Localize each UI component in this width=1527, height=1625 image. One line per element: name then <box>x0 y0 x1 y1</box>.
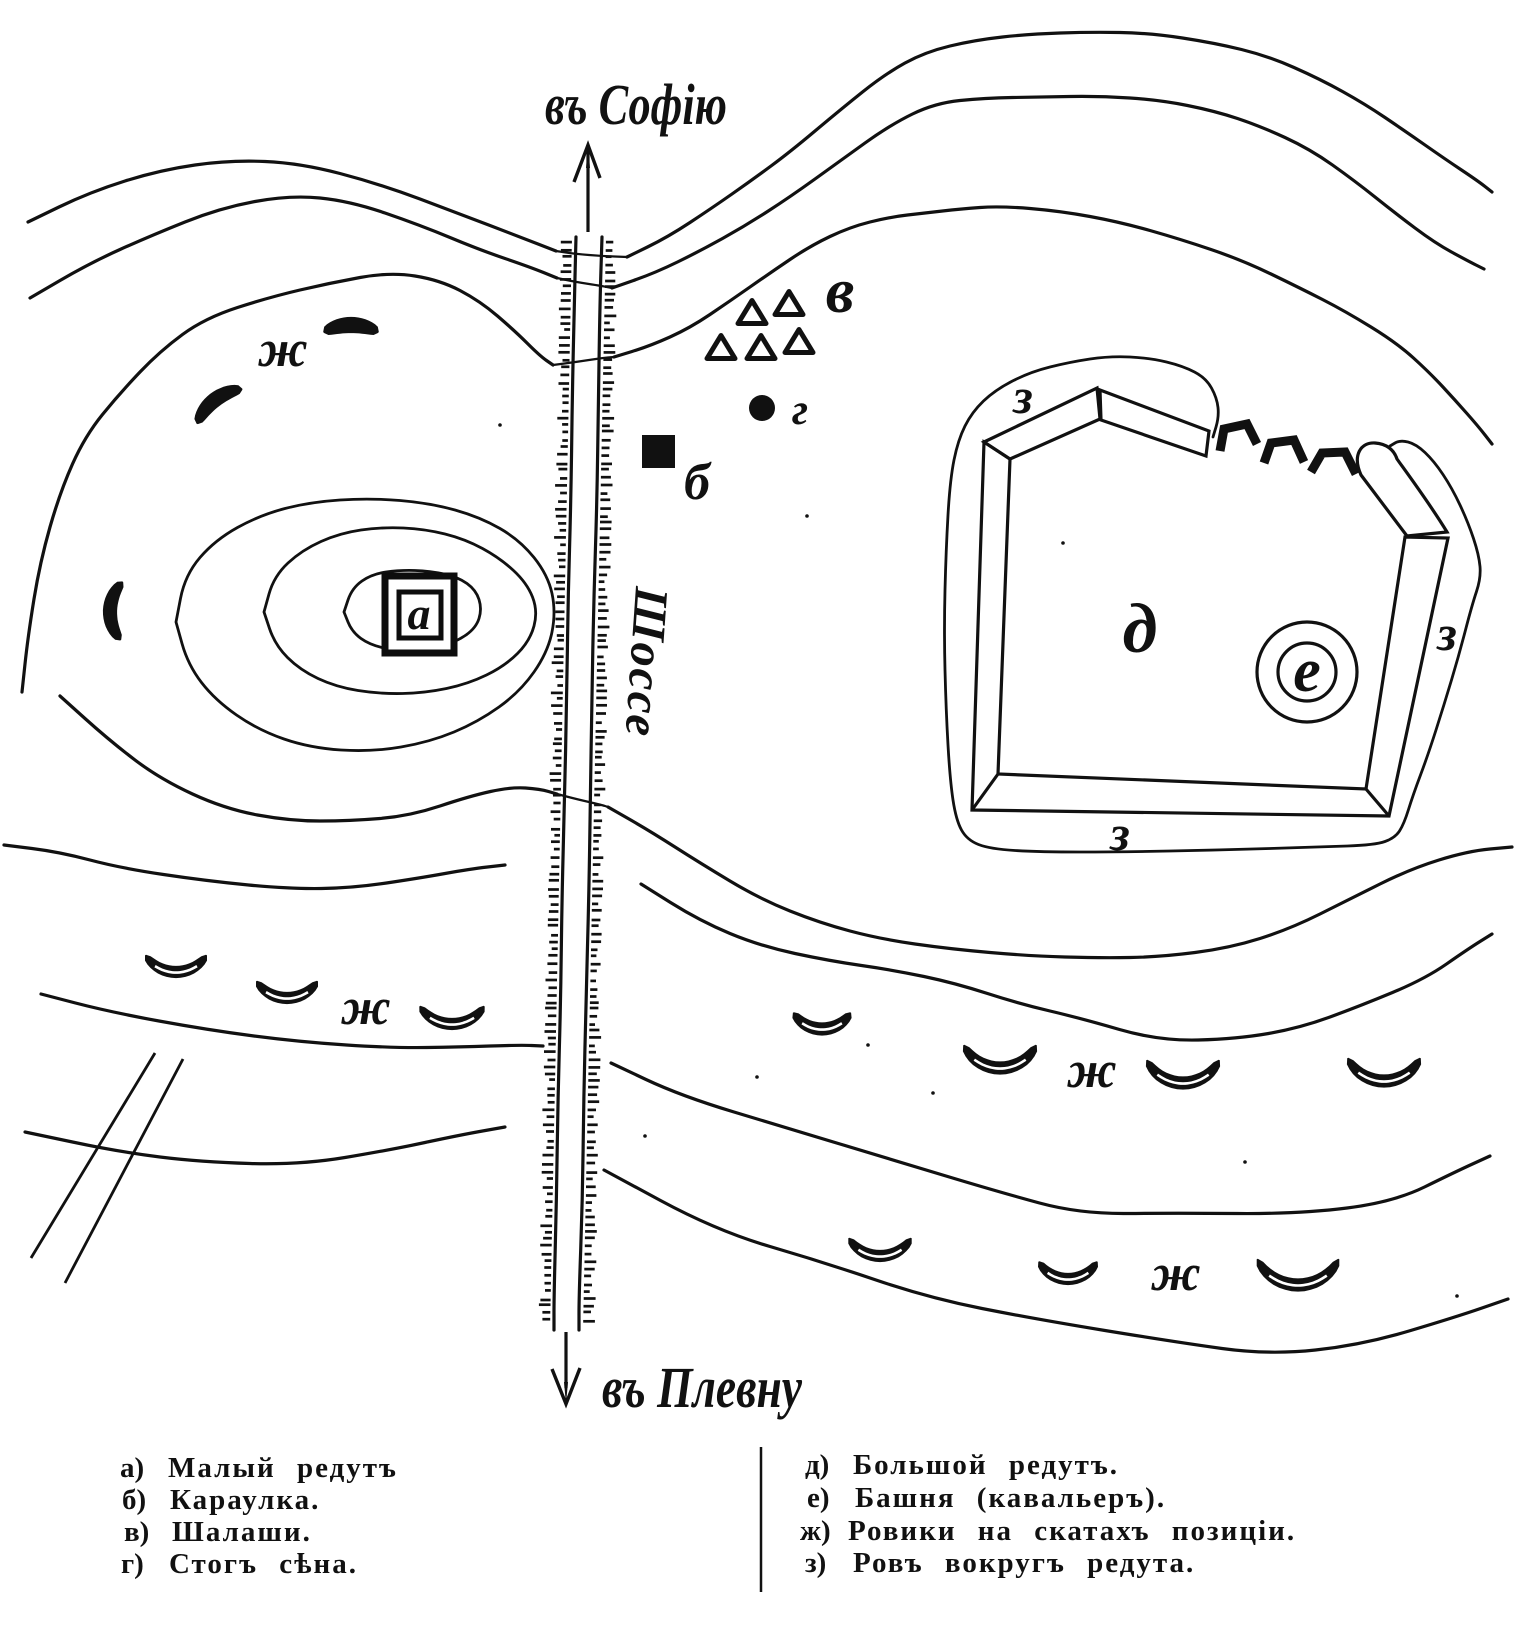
svg-text:Стогъ сѣна.: Стогъ сѣна. <box>169 1548 358 1580</box>
svg-text:е: е <box>1293 637 1321 705</box>
svg-text:ж: ж <box>1150 1245 1201 1302</box>
svg-text:з): з) <box>805 1547 826 1579</box>
svg-text:в: в <box>826 255 855 326</box>
svg-text:з: з <box>1011 368 1033 424</box>
svg-text:б: б <box>684 454 712 511</box>
svg-text:ж: ж <box>340 979 391 1036</box>
svg-text:а: а <box>408 588 431 639</box>
svg-text:Башня (кавальеръ).: Башня (кавальеръ). <box>855 1482 1166 1514</box>
svg-text:Ровики на скатахъ позицiи.: Ровики на скатахъ позицiи. <box>848 1515 1296 1547</box>
svg-text:г: г <box>792 385 808 434</box>
svg-text:г): г) <box>121 1548 144 1580</box>
svg-text:Шоссе: Шоссе <box>614 584 677 740</box>
svg-text:д: д <box>1123 591 1158 668</box>
svg-text:ж): ж) <box>800 1515 831 1547</box>
svg-text:Большой редутъ.: Большой редутъ. <box>853 1449 1119 1481</box>
svg-text:а): а) <box>120 1452 144 1484</box>
svg-text:д): д) <box>805 1449 829 1481</box>
svg-text:ж: ж <box>257 321 308 378</box>
svg-text:ж: ж <box>1066 1042 1117 1099</box>
svg-text:з: з <box>1108 805 1130 861</box>
svg-text:Шалаши.: Шалаши. <box>172 1516 312 1548</box>
svg-text:е): е) <box>807 1482 830 1514</box>
svg-text:Караулка.: Караулка. <box>170 1484 320 1516</box>
svg-text:б): б) <box>122 1484 146 1516</box>
svg-text:въ Плевну: въ Плевну <box>602 1355 802 1420</box>
svg-text:з: з <box>1435 605 1457 661</box>
svg-text:Ровъ вокругъ редута.: Ровъ вокругъ редута. <box>853 1547 1195 1579</box>
svg-text:Малый редутъ: Малый редутъ <box>168 1452 398 1484</box>
svg-text:въ Софію: въ Софію <box>545 72 727 137</box>
svg-text:в): в) <box>124 1516 149 1548</box>
